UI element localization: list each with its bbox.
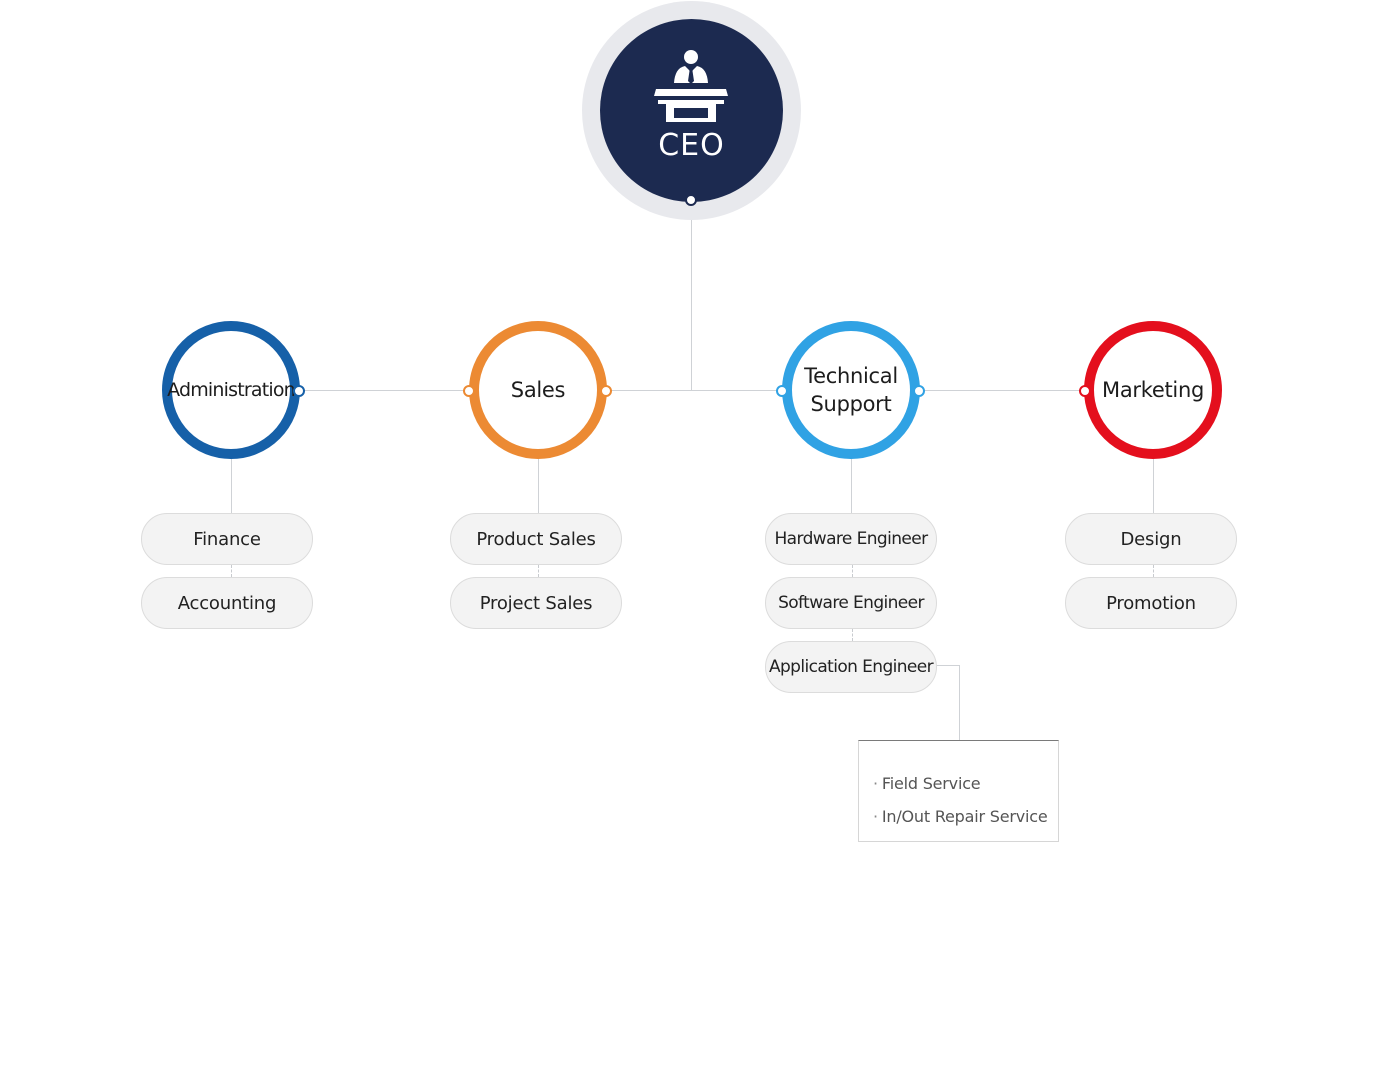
marketing-down-line <box>1153 459 1154 513</box>
department-connector-line <box>231 390 1153 391</box>
service-item: ·In/Out Repair Service <box>873 800 1058 833</box>
marketing-connector-dot <box>1079 385 1091 397</box>
administration-unit-link <box>231 565 232 577</box>
sales-right-connector-dot <box>600 385 612 397</box>
department-administration[interactable]: Administration <box>162 321 300 459</box>
sales-unit-link <box>538 565 539 577</box>
technical-support-down-line <box>851 459 852 513</box>
department-technical-support[interactable]: Technical Support <box>782 321 920 459</box>
administration-connector-dot <box>293 385 305 397</box>
technical-support-right-connector-dot <box>913 385 925 397</box>
department-label: Administration <box>167 379 296 401</box>
technical-support-unit-link-1 <box>852 565 853 577</box>
ceo-connector-line <box>691 205 692 391</box>
department-sales[interactable]: Sales <box>469 321 607 459</box>
service-label: In/Out Repair Service <box>881 807 1048 826</box>
unit-software-engineer[interactable]: Software Engineer <box>765 577 937 629</box>
service-item: ·Field Service <box>873 767 1058 800</box>
department-label: Technical Support <box>804 364 898 416</box>
marketing-unit-link <box>1153 565 1154 577</box>
sales-left-connector-dot <box>463 385 475 397</box>
unit-product-sales[interactable]: Product Sales <box>450 513 622 565</box>
unit-application-engineer[interactable]: Application Engineer <box>765 641 937 693</box>
service-connector-horizontal <box>936 665 960 666</box>
unit-promotion[interactable]: Promotion <box>1065 577 1237 629</box>
service-label: Field Service <box>881 774 981 793</box>
bullet: · <box>873 774 878 793</box>
unit-finance[interactable]: Finance <box>141 513 313 565</box>
ceo-connector-dot <box>685 194 697 206</box>
service-connector-vertical <box>959 665 960 741</box>
bullet: · <box>873 807 878 826</box>
application-engineer-services-box: ·Field Service ·In/Out Repair Service <box>858 740 1059 842</box>
technical-support-unit-link-2 <box>852 629 853 641</box>
ceo-label: CEO <box>658 128 725 163</box>
unit-project-sales[interactable]: Project Sales <box>450 577 622 629</box>
department-marketing[interactable]: Marketing <box>1084 321 1222 459</box>
technical-support-left-connector-dot <box>776 385 788 397</box>
unit-accounting[interactable]: Accounting <box>141 577 313 629</box>
department-label: Marketing <box>1102 378 1204 402</box>
unit-hardware-engineer[interactable]: Hardware Engineer <box>765 513 937 565</box>
sales-down-line <box>538 459 539 513</box>
speaker-podium-icon <box>654 50 728 122</box>
unit-design[interactable]: Design <box>1065 513 1237 565</box>
department-label: Sales <box>510 378 566 402</box>
administration-down-line <box>231 459 232 513</box>
